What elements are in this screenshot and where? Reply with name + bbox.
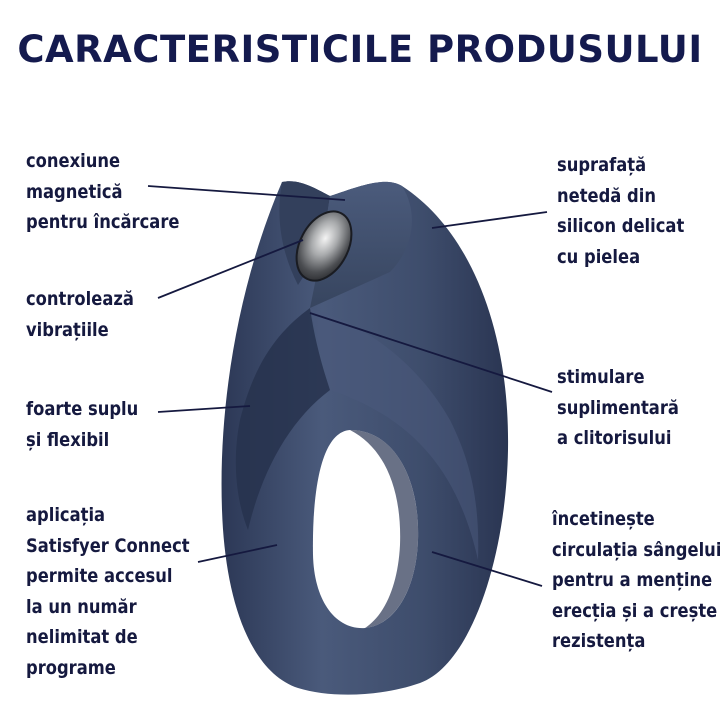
ring-hole-rim [350,430,419,628]
twist-highlight [310,308,479,560]
feature-stimulation: stimulare suplimentară a clitorisului [557,366,679,449]
callout-line-app [197,544,278,563]
twist-shadow [235,308,330,530]
callout-line-vibration [157,239,304,299]
callout-line-stimulation [309,312,553,393]
feature-magnetic-charging: conexiune magnetică pentru încărcare [26,150,180,233]
feature-circulation: încetinește circulația sângelui pentru a… [552,508,720,652]
page-title: CARACTERISTICILE PRODUSULUI [17,28,703,71]
feature-controls-vibrations: controlează vibrațiile [26,288,134,341]
callout-line-magnetic [147,185,346,201]
callout-line-flexible [157,405,251,413]
magnetic-button-icon [295,210,353,282]
callout-line-surface [431,211,548,229]
feature-smooth-surface: suprafață netedă din silicon delicat cu … [557,154,685,268]
feature-flexible: foarte suplu și flexibil [26,398,139,451]
feature-app: aplicația Satisfyer Connect permite acce… [26,504,190,679]
callout-line-circulation [431,551,543,587]
